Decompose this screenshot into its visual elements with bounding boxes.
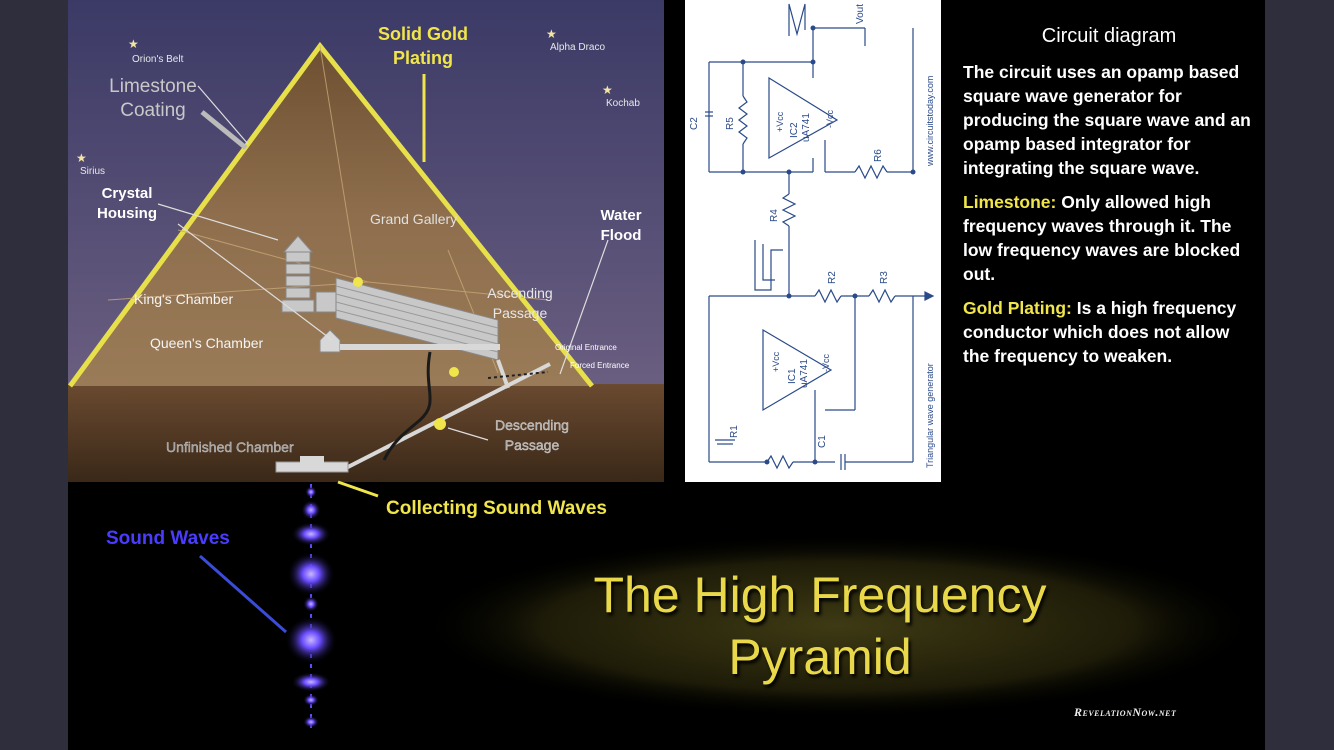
label-limestone-2: Coating (120, 100, 186, 121)
circuit-diagram: Vout C2 R5 IC2 uA741 +Vcc -Vcc R6 R4 R2 … (685, 0, 941, 482)
star-label-orions-belt: Orion's Belt (132, 54, 184, 65)
label-original-entrance: Original Entrance (555, 343, 617, 352)
circuit-label-vout: Vout (855, 4, 866, 24)
brand-logo-text: RevelationNow.net (1074, 705, 1177, 719)
star-label-alpha-draco: Alpha Draco (550, 42, 605, 53)
circuit-panel (685, 0, 941, 482)
label-limestone-1: Limestone (109, 76, 197, 97)
label-kings-chamber: King's Chamber (134, 291, 234, 307)
collecting-pointer (337, 480, 379, 498)
circuit-label-ic1-part: uA741 (799, 359, 810, 388)
slide-title-line-2: Pyramid (728, 629, 912, 685)
circuit-wires (705, 3, 935, 470)
label-sound-waves: Sound Waves (106, 528, 230, 549)
label-queens-chamber: Queen's Chamber (150, 335, 264, 351)
pointer-lines (157, 85, 609, 441)
star-label-kochab: Kochab (606, 98, 640, 109)
svg-text:★: ★ (128, 37, 139, 51)
label-crystal-1: Crystal (102, 185, 153, 202)
ascending-passage (496, 359, 510, 389)
gold-markers (353, 277, 459, 430)
circuit-label-r5: R5 (725, 117, 736, 130)
circuit-label-vcc-neg-top: -Vcc (825, 110, 835, 129)
slide-title: The High Frequency Pyramid (420, 564, 1220, 688)
circuit-label-ic2-part: uA741 (801, 113, 812, 142)
label-collecting-sound-waves: Collecting Sound Waves (386, 498, 607, 519)
label-ascending-2: Passage (493, 305, 548, 321)
label-descending-2: Passage (505, 437, 560, 453)
circuit-label-c2: C2 (689, 117, 700, 130)
circuit-website: www.circuitstoday.com (925, 76, 935, 167)
info-gold-key: Gold Plating: (963, 298, 1072, 318)
circuit-caption: Triangular wave generator (925, 363, 935, 468)
info-limestone-text: Only allowed high frequency waves throug… (963, 192, 1241, 284)
label-unfinished-chamber: Unfinished Chamber (166, 439, 294, 455)
circuit-label-r3: R3 (879, 271, 890, 284)
info-gold-text: Is a high frequency conductor which does… (963, 298, 1237, 366)
sound-wave-column (285, 484, 337, 730)
pyramid-body (70, 46, 592, 386)
info-heading: Circuit diagram (1041, 25, 1177, 47)
info-paragraph-limestone: Limestone: Only allowed high frequency w… (963, 190, 1255, 286)
circuit-label-r1: R1 (729, 425, 740, 438)
label-forced-entrance: Forced Entrance (570, 361, 630, 370)
limestone-pointer (200, 110, 248, 150)
water-flood-tunnel (382, 351, 432, 461)
info-limestone-key: Limestone: (963, 192, 1057, 212)
info-paragraph-gold: Gold Plating: Is a high frequency conduc… (963, 296, 1255, 368)
label-water-2: Flood (601, 227, 642, 244)
info-panel: Circuit diagram The circuit uses an opam… (963, 24, 1255, 378)
label-solid-gold-1: Solid Gold (378, 24, 468, 44)
info-paragraph-circuit: The circuit uses an opamp based square w… (963, 62, 1251, 178)
circuit-label-r2: R2 (827, 271, 838, 284)
svg-text:★: ★ (602, 83, 613, 97)
pyramid-diagram: ★ ★ ★ ★ Orion's Belt Alpha Draco Kochab … (68, 0, 664, 730)
circuit-label-c1: C1 (817, 435, 828, 448)
star-markers: ★ ★ ★ ★ (76, 27, 613, 165)
circuit-label-ic2: IC2 (789, 122, 800, 138)
label-descending-1: Descending (495, 417, 569, 433)
label-water-1: Water (600, 207, 641, 224)
slide-title-line-1: The High Frequency (593, 567, 1047, 623)
label-crystal-2: Housing (97, 205, 157, 222)
star-label-sirius: Sirius (80, 166, 105, 177)
circuit-label-r6: R6 (873, 149, 884, 162)
title-glow (418, 534, 1258, 718)
svg-text:★: ★ (546, 27, 557, 41)
circuit-label-ic1: IC1 (787, 368, 798, 384)
circuit-nodes (740, 25, 916, 465)
sound-waves-pointer (199, 554, 287, 634)
ground-background (68, 384, 664, 482)
label-solid-gold-2: Plating (393, 48, 453, 68)
slide: ★ ★ ★ ★ Orion's Belt Alpha Draco Kochab … (68, 0, 1265, 750)
svg-text:★: ★ (76, 151, 87, 165)
circuit-label-r4: R4 (769, 209, 780, 222)
circuit-label-vcc-pos-bottom: +Vcc (771, 351, 781, 372)
label-ascending-1: Ascending (487, 285, 552, 301)
label-grand-gallery: Grand Gallery (370, 211, 457, 227)
circuit-label-vcc-neg-bottom: -Vcc (821, 354, 831, 373)
circuit-label-vcc-pos-top: +Vcc (775, 111, 785, 132)
entrance-dashes (487, 371, 549, 379)
descending-passage (345, 362, 551, 470)
unfinished-chamber-top (300, 456, 324, 464)
queens-passage (340, 344, 500, 350)
